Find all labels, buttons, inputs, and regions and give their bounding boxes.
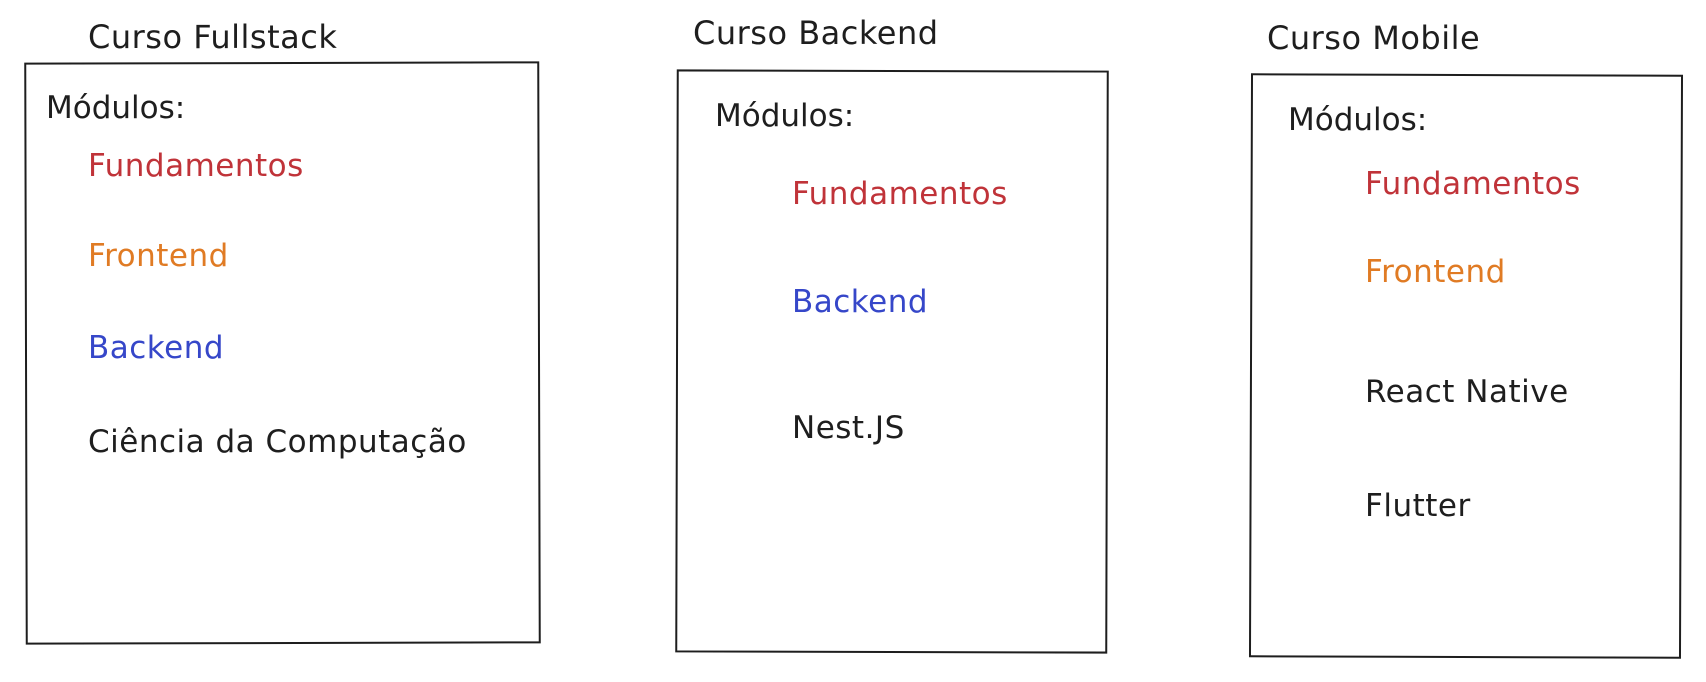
module-fundamentos: Fundamentos bbox=[792, 176, 1008, 212]
module-backend: Backend bbox=[792, 284, 929, 320]
module-frontend: Frontend bbox=[1365, 254, 1506, 290]
module-nestjs: Nest.JS bbox=[792, 410, 905, 446]
module-frontend: Frontend bbox=[88, 238, 229, 274]
modules-label-fullstack: Módulos: bbox=[46, 90, 186, 126]
module-react-native: React Native bbox=[1365, 374, 1569, 410]
course-title-mobile: Curso Mobile bbox=[1267, 19, 1481, 57]
module-fundamentos: Fundamentos bbox=[88, 148, 304, 184]
course-box-backend bbox=[675, 69, 1109, 654]
modules-label-mobile: Módulos: bbox=[1288, 102, 1428, 138]
module-backend: Backend bbox=[88, 330, 225, 366]
module-fundamentos: Fundamentos bbox=[1365, 166, 1581, 202]
course-title-fullstack: Curso Fullstack bbox=[88, 18, 338, 56]
course-box-mobile bbox=[1248, 73, 1684, 659]
module-flutter: Flutter bbox=[1365, 488, 1471, 524]
modules-label-backend: Módulos: bbox=[715, 98, 855, 134]
course-title-backend: Curso Backend bbox=[693, 14, 939, 52]
module-ciencia-da-computacao: Ciência da Computação bbox=[88, 424, 467, 460]
